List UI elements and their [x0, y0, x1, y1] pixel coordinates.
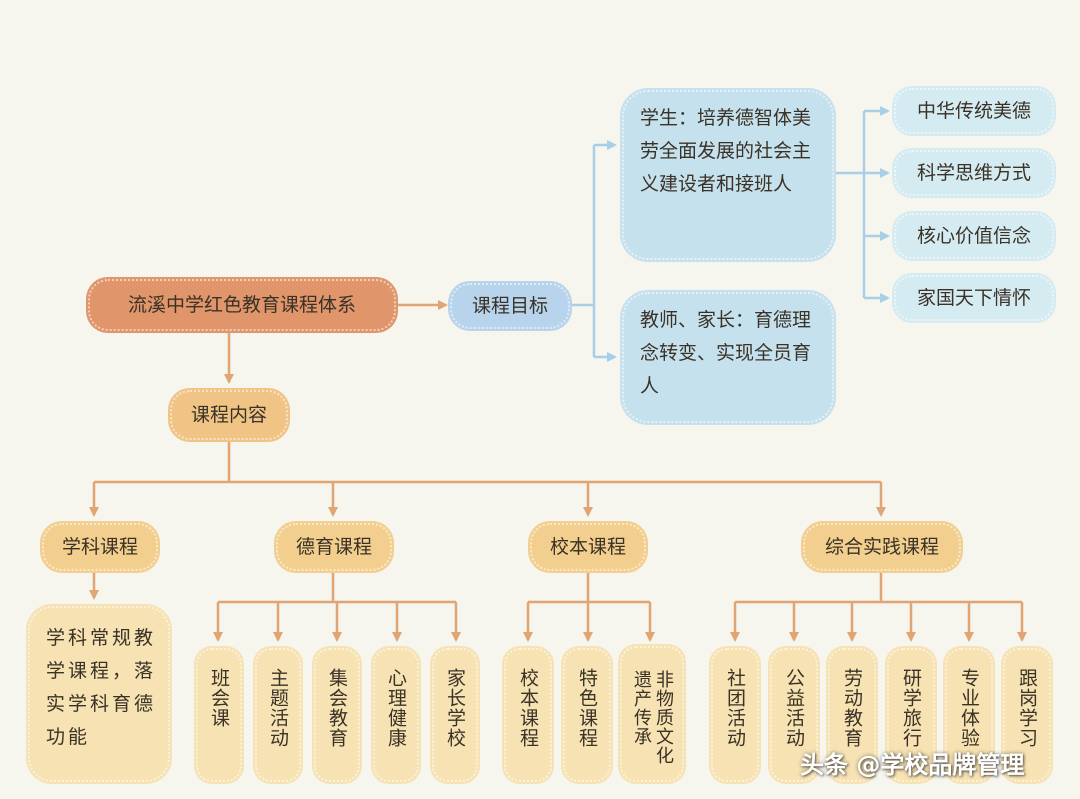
subject-description: 学科常规教学课程，落实学科育德功能 — [26, 604, 172, 784]
practice-item-job-shadowing: 跟岗学习 — [1001, 646, 1053, 784]
aspect-label: 家国天下情怀 — [916, 286, 1031, 309]
category-label: 学科课程 — [61, 535, 138, 558]
item-label: 校本课程 — [517, 668, 539, 748]
moral-item-mental-health: 心理健康 — [371, 646, 421, 784]
school-item-school-course: 校本课程 — [502, 646, 554, 784]
item-label: 班会课 — [208, 668, 230, 728]
item-label: 跟岗学习 — [1016, 668, 1038, 748]
category-label: 德育课程 — [295, 535, 372, 558]
category-moral: 德育课程 — [274, 521, 394, 573]
practice-item-club: 社团活动 — [709, 646, 761, 784]
moral-item-assembly: 集会教育 — [312, 646, 362, 784]
item-label: 非物质文化遗产传承 — [631, 670, 674, 765]
category-label: 综合实践课程 — [824, 535, 939, 558]
item-label: 心理健康 — [385, 668, 407, 748]
moral-item-parent-school: 家长学校 — [430, 646, 480, 784]
item-label: 劳动教育 — [841, 668, 863, 748]
item-label: 主题活动 — [267, 668, 289, 748]
item-label: 集会教育 — [326, 668, 348, 748]
content-node: 课程内容 — [168, 388, 290, 442]
aspect-label: 科学思维方式 — [916, 161, 1031, 184]
goal-teachers-node: 教师、家长：育德理念转变、实现全员育人 — [620, 290, 836, 425]
content-label: 课程内容 — [190, 403, 267, 426]
item-label: 特色课程 — [576, 668, 598, 748]
category-practice: 综合实践课程 — [801, 521, 963, 573]
goal-teachers-text: 教师、家长：育德理念转变、实现全员育人 — [640, 309, 812, 397]
moral-item-class-meeting: 班会课 — [194, 646, 244, 784]
goal-node: 课程目标 — [448, 281, 572, 331]
subject-description-text: 学科常规教学课程，落实学科育德功能 — [46, 627, 157, 748]
goal-label: 课程目标 — [471, 294, 548, 317]
goal-students-text: 学生：培养德智体美劳全面发展的社会主义建设者和接班人 — [640, 107, 812, 195]
item-label: 研学旅行 — [900, 668, 922, 748]
aspect-patriotism: 家国天下情怀 — [892, 273, 1056, 323]
category-subject: 学科课程 — [40, 521, 160, 573]
aspect-scientific-thinking: 科学思维方式 — [892, 148, 1056, 198]
root-node: 流溪中学红色教育课程体系 — [86, 277, 398, 333]
practice-item-public-welfare: 公益活动 — [768, 646, 820, 784]
root-label: 流溪中学红色教育课程体系 — [127, 293, 356, 316]
item-label: 社团活动 — [724, 668, 746, 748]
practice-item-profession: 专业体验 — [943, 646, 995, 784]
category-school-based: 校本课程 — [528, 521, 648, 573]
item-label: 公益活动 — [783, 668, 805, 748]
moral-item-theme-activity: 主题活动 — [253, 646, 303, 784]
watermark: 头条 @学校品牌管理 — [800, 751, 1025, 779]
practice-item-study-tour: 研学旅行 — [885, 646, 937, 784]
aspect-traditional-virtue: 中华传统美德 — [892, 86, 1056, 136]
item-label: 专业体验 — [958, 668, 980, 748]
school-item-feature-course: 特色课程 — [561, 646, 613, 784]
item-label: 家长学校 — [444, 668, 466, 748]
aspect-label: 中华传统美德 — [916, 99, 1031, 122]
aspect-label: 核心价值信念 — [916, 224, 1031, 247]
goal-students-node: 学生：培养德智体美劳全面发展的社会主义建设者和接班人 — [620, 88, 836, 262]
aspect-core-values: 核心价值信念 — [892, 211, 1056, 261]
practice-item-labor: 劳动教育 — [826, 646, 878, 784]
school-item-intangible-heritage: 非物质文化遗产传承 — [618, 644, 686, 784]
category-label: 校本课程 — [549, 535, 626, 558]
